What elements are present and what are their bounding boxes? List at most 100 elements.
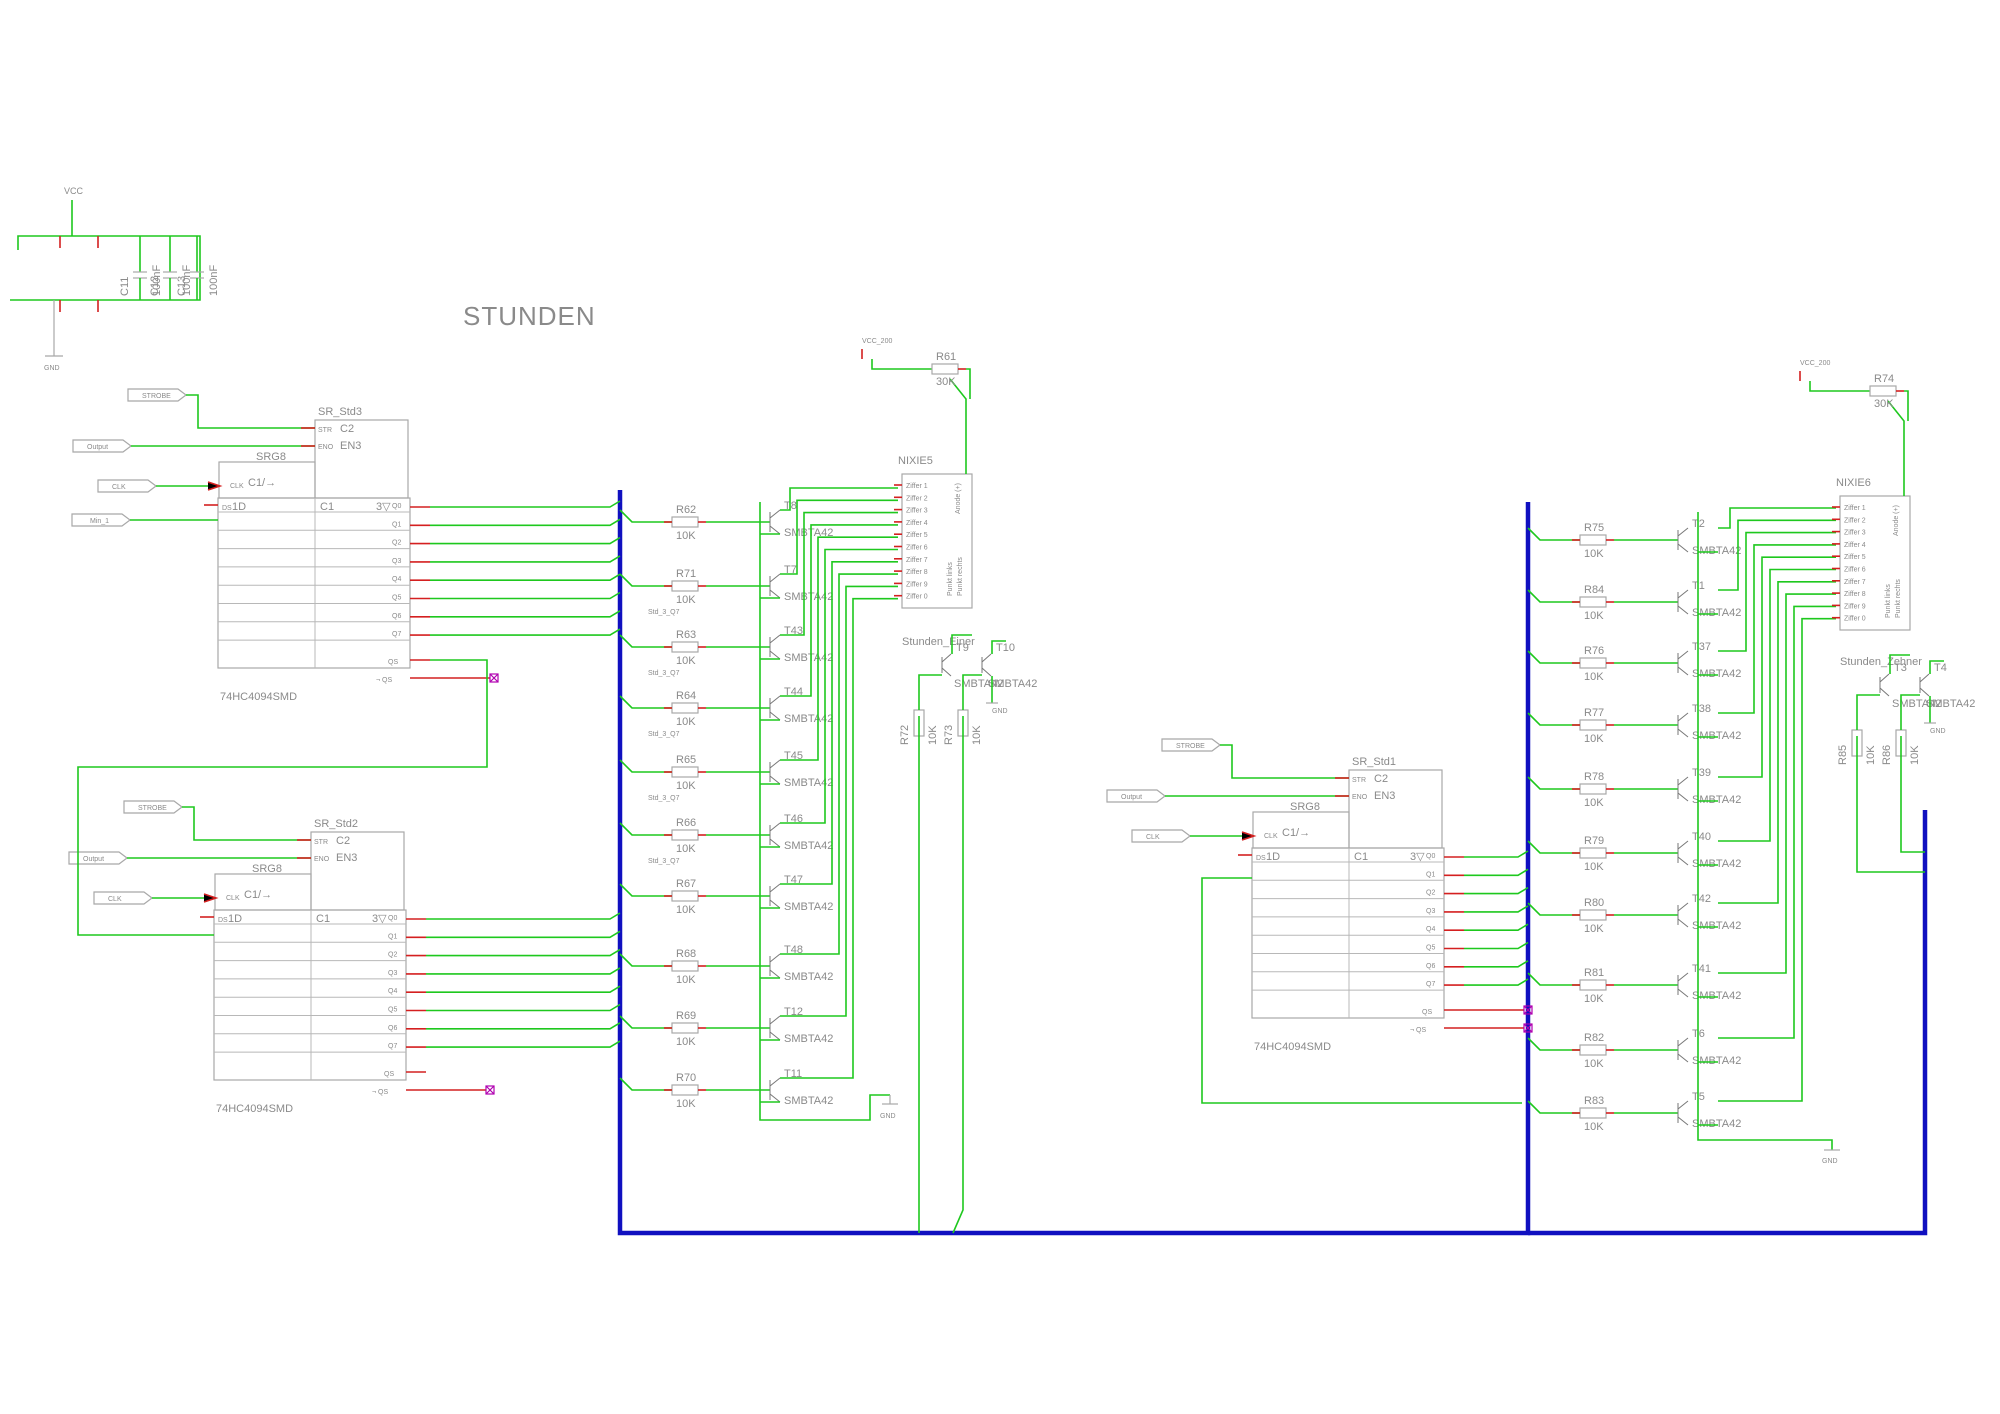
transistor-ref: T9 — [956, 642, 969, 654]
q-pin: Q2 — [1426, 890, 1435, 897]
ds-pin: DS — [218, 917, 228, 924]
transistor-emitter — [769, 775, 781, 785]
signal-bus — [617, 490, 1928, 1236]
collector-wire — [780, 585, 898, 1017]
resistor-body — [1579, 979, 1607, 991]
resistor-value: 10K — [1584, 993, 1604, 1005]
transistor-type: SMBTA42 — [1892, 698, 1941, 710]
resistor-value: 10K — [676, 1098, 696, 1110]
resistor-value: 10K — [1584, 797, 1604, 809]
dot-bus-wire — [1856, 736, 1925, 873]
resistor-body — [671, 641, 699, 653]
dot-left-pin: Punkt links — [1885, 584, 1892, 618]
nixie-digit-pin: Ziffer 9 — [1844, 603, 1866, 610]
base-wire — [1527, 840, 1580, 854]
transistor-type: SMBTA42 — [1692, 545, 1741, 557]
transistor-collector — [1677, 902, 1689, 912]
transistor-emitter — [1677, 792, 1689, 802]
strobe-port — [127, 388, 187, 402]
q-out-wire — [1464, 905, 1529, 913]
transistor-type: SMBTA42 — [954, 678, 1003, 690]
resistor-ref: R73 — [943, 725, 955, 745]
collector-wire — [1718, 605, 1836, 1039]
c2-label: C2 — [340, 423, 354, 435]
resistor-ref: R75 — [1584, 522, 1604, 534]
collector-wire — [1718, 593, 1836, 974]
transistor-type: SMBTA42 — [1692, 920, 1741, 932]
qs-not-pin: ¬ QS — [372, 1089, 388, 1096]
clk-pin: CLK — [1264, 833, 1278, 840]
transistor-collector — [981, 653, 992, 663]
q-pin: Q1 — [392, 521, 401, 528]
c2-label: C2 — [336, 835, 350, 847]
c1b-label: C1 — [316, 913, 330, 925]
right-collector-wires: GND — [1697, 507, 1840, 1165]
collector-wire — [1718, 519, 1836, 591]
nixie-body — [1839, 495, 1911, 631]
clk-pin: CLK — [230, 483, 244, 490]
collector-wire — [1718, 507, 1836, 529]
resistor-ref: R82 — [1584, 1032, 1604, 1044]
sr-type: 74HC4094SMD — [220, 691, 297, 703]
output-port — [68, 851, 128, 865]
gnd-label: GND — [992, 708, 1008, 715]
dot-group-name: Stunden_Einer — [902, 636, 975, 648]
anode-wire — [1904, 390, 1909, 421]
q-out-wire — [426, 1003, 621, 1012]
gnd-label: GND — [1822, 1158, 1838, 1165]
resistor-body — [671, 1022, 699, 1034]
q-out-wire — [426, 912, 621, 920]
min1-port-text: Min_1 — [90, 518, 109, 525]
str-pin: STR — [314, 839, 328, 846]
q-out-wire — [426, 967, 621, 975]
anode-pin: Anode (+) — [1893, 505, 1900, 536]
vcc200-label: VCC_200 — [862, 338, 892, 345]
transistor-emitter — [769, 525, 781, 535]
clk-port-text: CLK — [108, 896, 122, 903]
d1-label: 1D — [232, 501, 246, 513]
nixie-digit-pin: Ziffer 2 — [1844, 517, 1866, 524]
eno-pin: ENO — [1352, 794, 1368, 801]
dot-bus-wire — [952, 716, 964, 1234]
transistor-collector — [1677, 650, 1689, 660]
anode-res-value: 30K — [1874, 398, 1894, 410]
resistor-ref: R86 — [1881, 745, 1893, 765]
resistor-ref: R68 — [676, 948, 696, 960]
transistor-collector — [1677, 972, 1689, 982]
q-pin: Q7 — [1426, 981, 1435, 988]
base-wire — [1527, 650, 1580, 664]
nixie-digit-pin: Ziffer 7 — [1844, 579, 1866, 586]
base-wire — [1527, 589, 1580, 603]
net-label: Std_3_Q7 — [648, 670, 680, 677]
en3-label: EN3 — [336, 852, 357, 864]
base-wire — [1527, 527, 1580, 541]
no-connect-marker — [489, 673, 499, 683]
dot-base-wire — [1900, 694, 1920, 730]
transistor-type: SMBTA42 — [988, 678, 1037, 690]
q-out-wire — [1464, 941, 1529, 950]
q-pin: Q0 — [392, 503, 401, 510]
transistor-ref: T48 — [784, 944, 803, 956]
cascade-wire — [77, 659, 488, 936]
base-wire — [1527, 902, 1580, 916]
cap-ref: C13 — [176, 276, 188, 296]
resistor-value: 10K — [676, 780, 696, 792]
resistor-ref: R83 — [1584, 1095, 1604, 1107]
transistor-emitter — [1879, 687, 1890, 697]
transistor-ref: T41 — [1692, 963, 1711, 975]
transistor-type: SMBTA42 — [1692, 794, 1741, 806]
transistor-collector — [1677, 1037, 1689, 1047]
sr-type: 74HC4094SMD — [216, 1103, 293, 1115]
transistor-collector — [1677, 527, 1689, 537]
q-pin: Q3 — [388, 970, 397, 977]
transistor-collector — [1677, 776, 1689, 786]
q-pin: Q5 — [388, 1007, 397, 1014]
resistor-ref: R78 — [1584, 771, 1604, 783]
c1-label: C1/→ — [244, 889, 272, 901]
no-connect-x — [489, 673, 499, 683]
transistor-ref: T37 — [1692, 641, 1711, 653]
anode-wire — [966, 368, 971, 399]
q-pin: Q6 — [1426, 963, 1435, 970]
